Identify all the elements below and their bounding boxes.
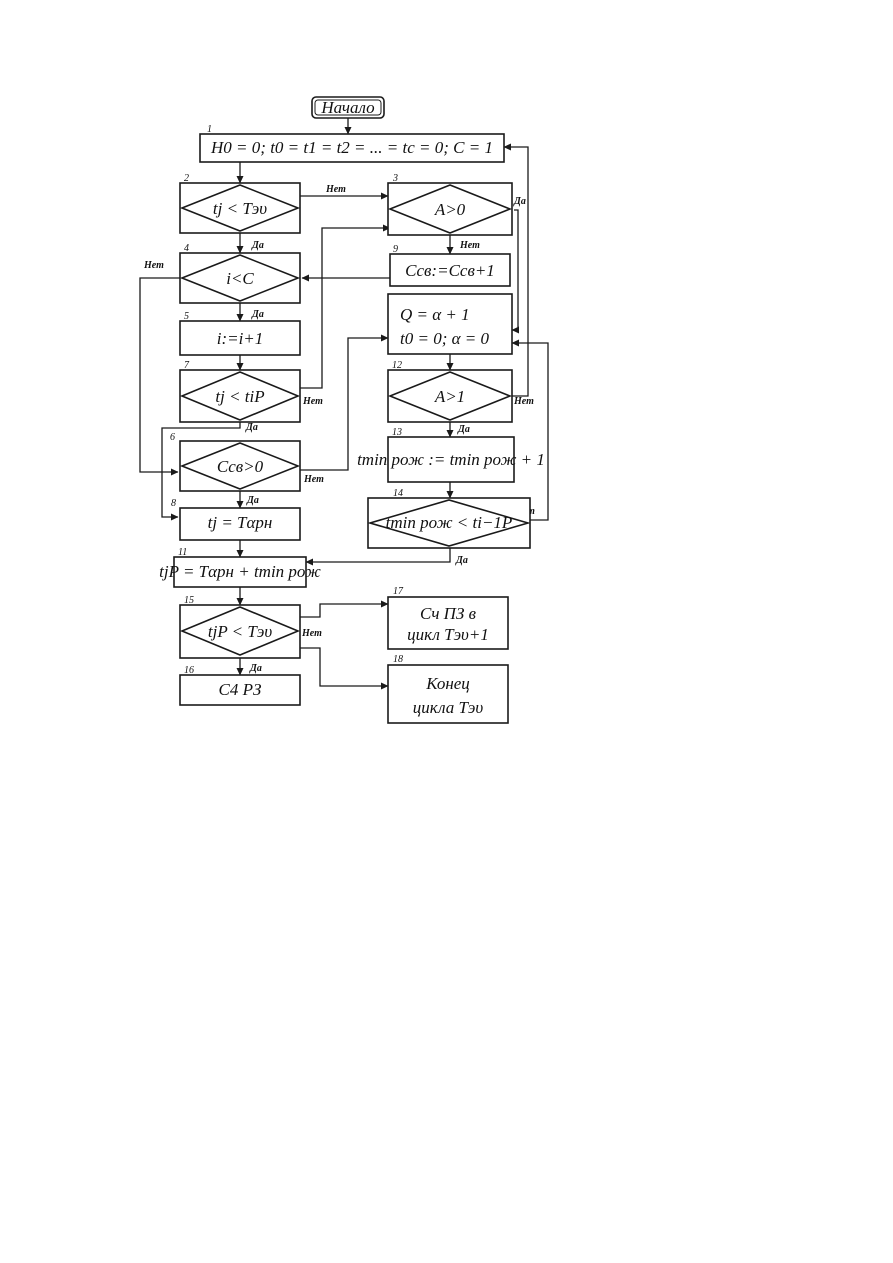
block-number: 16 (184, 665, 194, 676)
block-18-text-line2: цикла Tэυ (413, 698, 484, 717)
block-12-text: A>1 (434, 387, 465, 406)
block-4-text: i<C (226, 269, 254, 288)
block-number: 3 (392, 173, 398, 184)
connectors (139, 118, 549, 690)
arrow-15-no-to-18 (300, 647, 389, 690)
block-number: 9 (393, 244, 398, 255)
block-number: 8 (171, 498, 176, 509)
block-15-text: tjP < Tэυ (208, 622, 272, 641)
block-12-decision: 12 A>1 (387, 360, 513, 423)
block-13-process: 13 tmin pож := tmin pож + 1 (357, 427, 545, 483)
block-number: 11 (178, 547, 187, 558)
label-no-15: Нет (301, 628, 322, 639)
arrow-3-yes-to-10 (511, 209, 519, 334)
block-5-process: 5 i:=i+1 (179, 311, 301, 356)
block-number: 4 (184, 243, 189, 254)
block-8-text: tj = Tαpн (208, 513, 273, 532)
label-yes-2: Да (251, 240, 264, 251)
start-label: Начало (320, 98, 374, 117)
block-number: 18 (393, 654, 403, 665)
block-1-init: 1 H0 = 0; t0 = t1 = t2 = ... = tc = 0; C… (199, 124, 505, 163)
arrow-14-no-to-10 (511, 339, 549, 521)
block-18-terminator: 18 Конец цикла Tэυ (387, 654, 509, 724)
block-4-decision: 4 i<C (179, 243, 301, 304)
label-no-4: Нет (143, 260, 164, 271)
block-number: 17 (393, 586, 404, 597)
block-number: 1 (207, 124, 212, 135)
arrow-4-no-to-6 (139, 277, 180, 476)
block-number: 13 (392, 427, 402, 438)
arrow-12-no-to-1 (503, 143, 529, 397)
block-17-process: 17 Сч ПЗ в цикл Tэυ+1 (387, 586, 509, 650)
block-11-text: tjP = Tαpн + tmin pож (159, 562, 321, 581)
label-no-7: Нет (302, 396, 323, 407)
block-17-text-line2: цикл Tэυ+1 (407, 625, 489, 644)
label-yes-14: Да (455, 555, 468, 566)
arrow-7-yes-to-8 (161, 422, 241, 521)
label-yes-4: Да (251, 309, 264, 320)
block-number: 14 (393, 488, 403, 499)
block-7-decision: 7 tj < tiP (179, 360, 301, 423)
label-no-2: Нет (325, 184, 346, 195)
block-3-text: A>0 (434, 200, 466, 219)
block-2-decision: 2 tj < Tэυ (179, 173, 301, 234)
label-yes-7: Да (245, 422, 258, 433)
arrow-7-no-to-3 (300, 224, 391, 389)
block-13-text: tmin pож := tmin pож + 1 (357, 450, 545, 469)
block-9-process: 9 Cсв:=Cсв+1 (389, 244, 511, 287)
label-yes-6: Да (246, 495, 259, 506)
block-10-process: 10 Q = α + 1 t0 = 0; α = 0 (387, 293, 513, 355)
label-no-6: Нет (303, 474, 324, 485)
label-yes-15: Да (249, 663, 262, 674)
start-terminator: Начало (311, 96, 385, 119)
block-8-process: 8 tj = Tαpн (171, 498, 301, 541)
block-6-text: Cсв>0 (217, 457, 264, 476)
label-yes-12: Да (457, 424, 470, 435)
block-6-decision: 6 Cсв>0 (170, 432, 301, 492)
block-16-text: C4 PЗ (219, 680, 262, 699)
block-number: 12 (392, 360, 402, 371)
label-no-3: Нет (459, 240, 480, 251)
block-1-text: H0 = 0; t0 = t1 = t2 = ... = tc = 0; C =… (210, 138, 493, 157)
block-9-text: Cсв:=Cсв+1 (405, 261, 495, 280)
block-2-text: tj < Tэυ (213, 199, 267, 218)
block-14-decision: 14 tmin pож < ti−1P (367, 488, 531, 549)
block-number: 15 (184, 595, 194, 606)
block-14-text: tmin pож < ti−1P (386, 513, 513, 532)
edge-labels: Нет Да Да Нет Нет Да Нет Нет Да Да Нет Д… (143, 184, 535, 674)
block-10-text-line2: t0 = 0; α = 0 (400, 329, 490, 348)
arrow-14-yes-to-11 (305, 548, 451, 566)
block-number: 5 (184, 311, 189, 322)
arrow-6-no-to-10 (300, 334, 389, 471)
block-number: 6 (170, 432, 175, 443)
block-17-text-line1: Сч ПЗ в (420, 604, 477, 623)
label-no-12: Нет (513, 396, 534, 407)
block-15-decision: 15 tjP < Tэυ (179, 595, 301, 659)
label-yes-3: Да (513, 196, 526, 207)
block-3-decision: 3 A>0 (387, 173, 513, 236)
block-7-text: tj < tiP (215, 387, 264, 406)
block-11-process: 11 tjP = Tαpн + tmin pож (159, 547, 321, 588)
block-5-text: i:=i+1 (217, 329, 264, 348)
block-10-text-line1: Q = α + 1 (400, 305, 470, 324)
block-number: 2 (184, 173, 189, 184)
block-16-process: 16 C4 PЗ (179, 665, 301, 706)
arrow-15-no-to-17 (300, 600, 389, 618)
block-number: 7 (184, 360, 190, 371)
block-18-text-line1: Конец (425, 674, 470, 693)
